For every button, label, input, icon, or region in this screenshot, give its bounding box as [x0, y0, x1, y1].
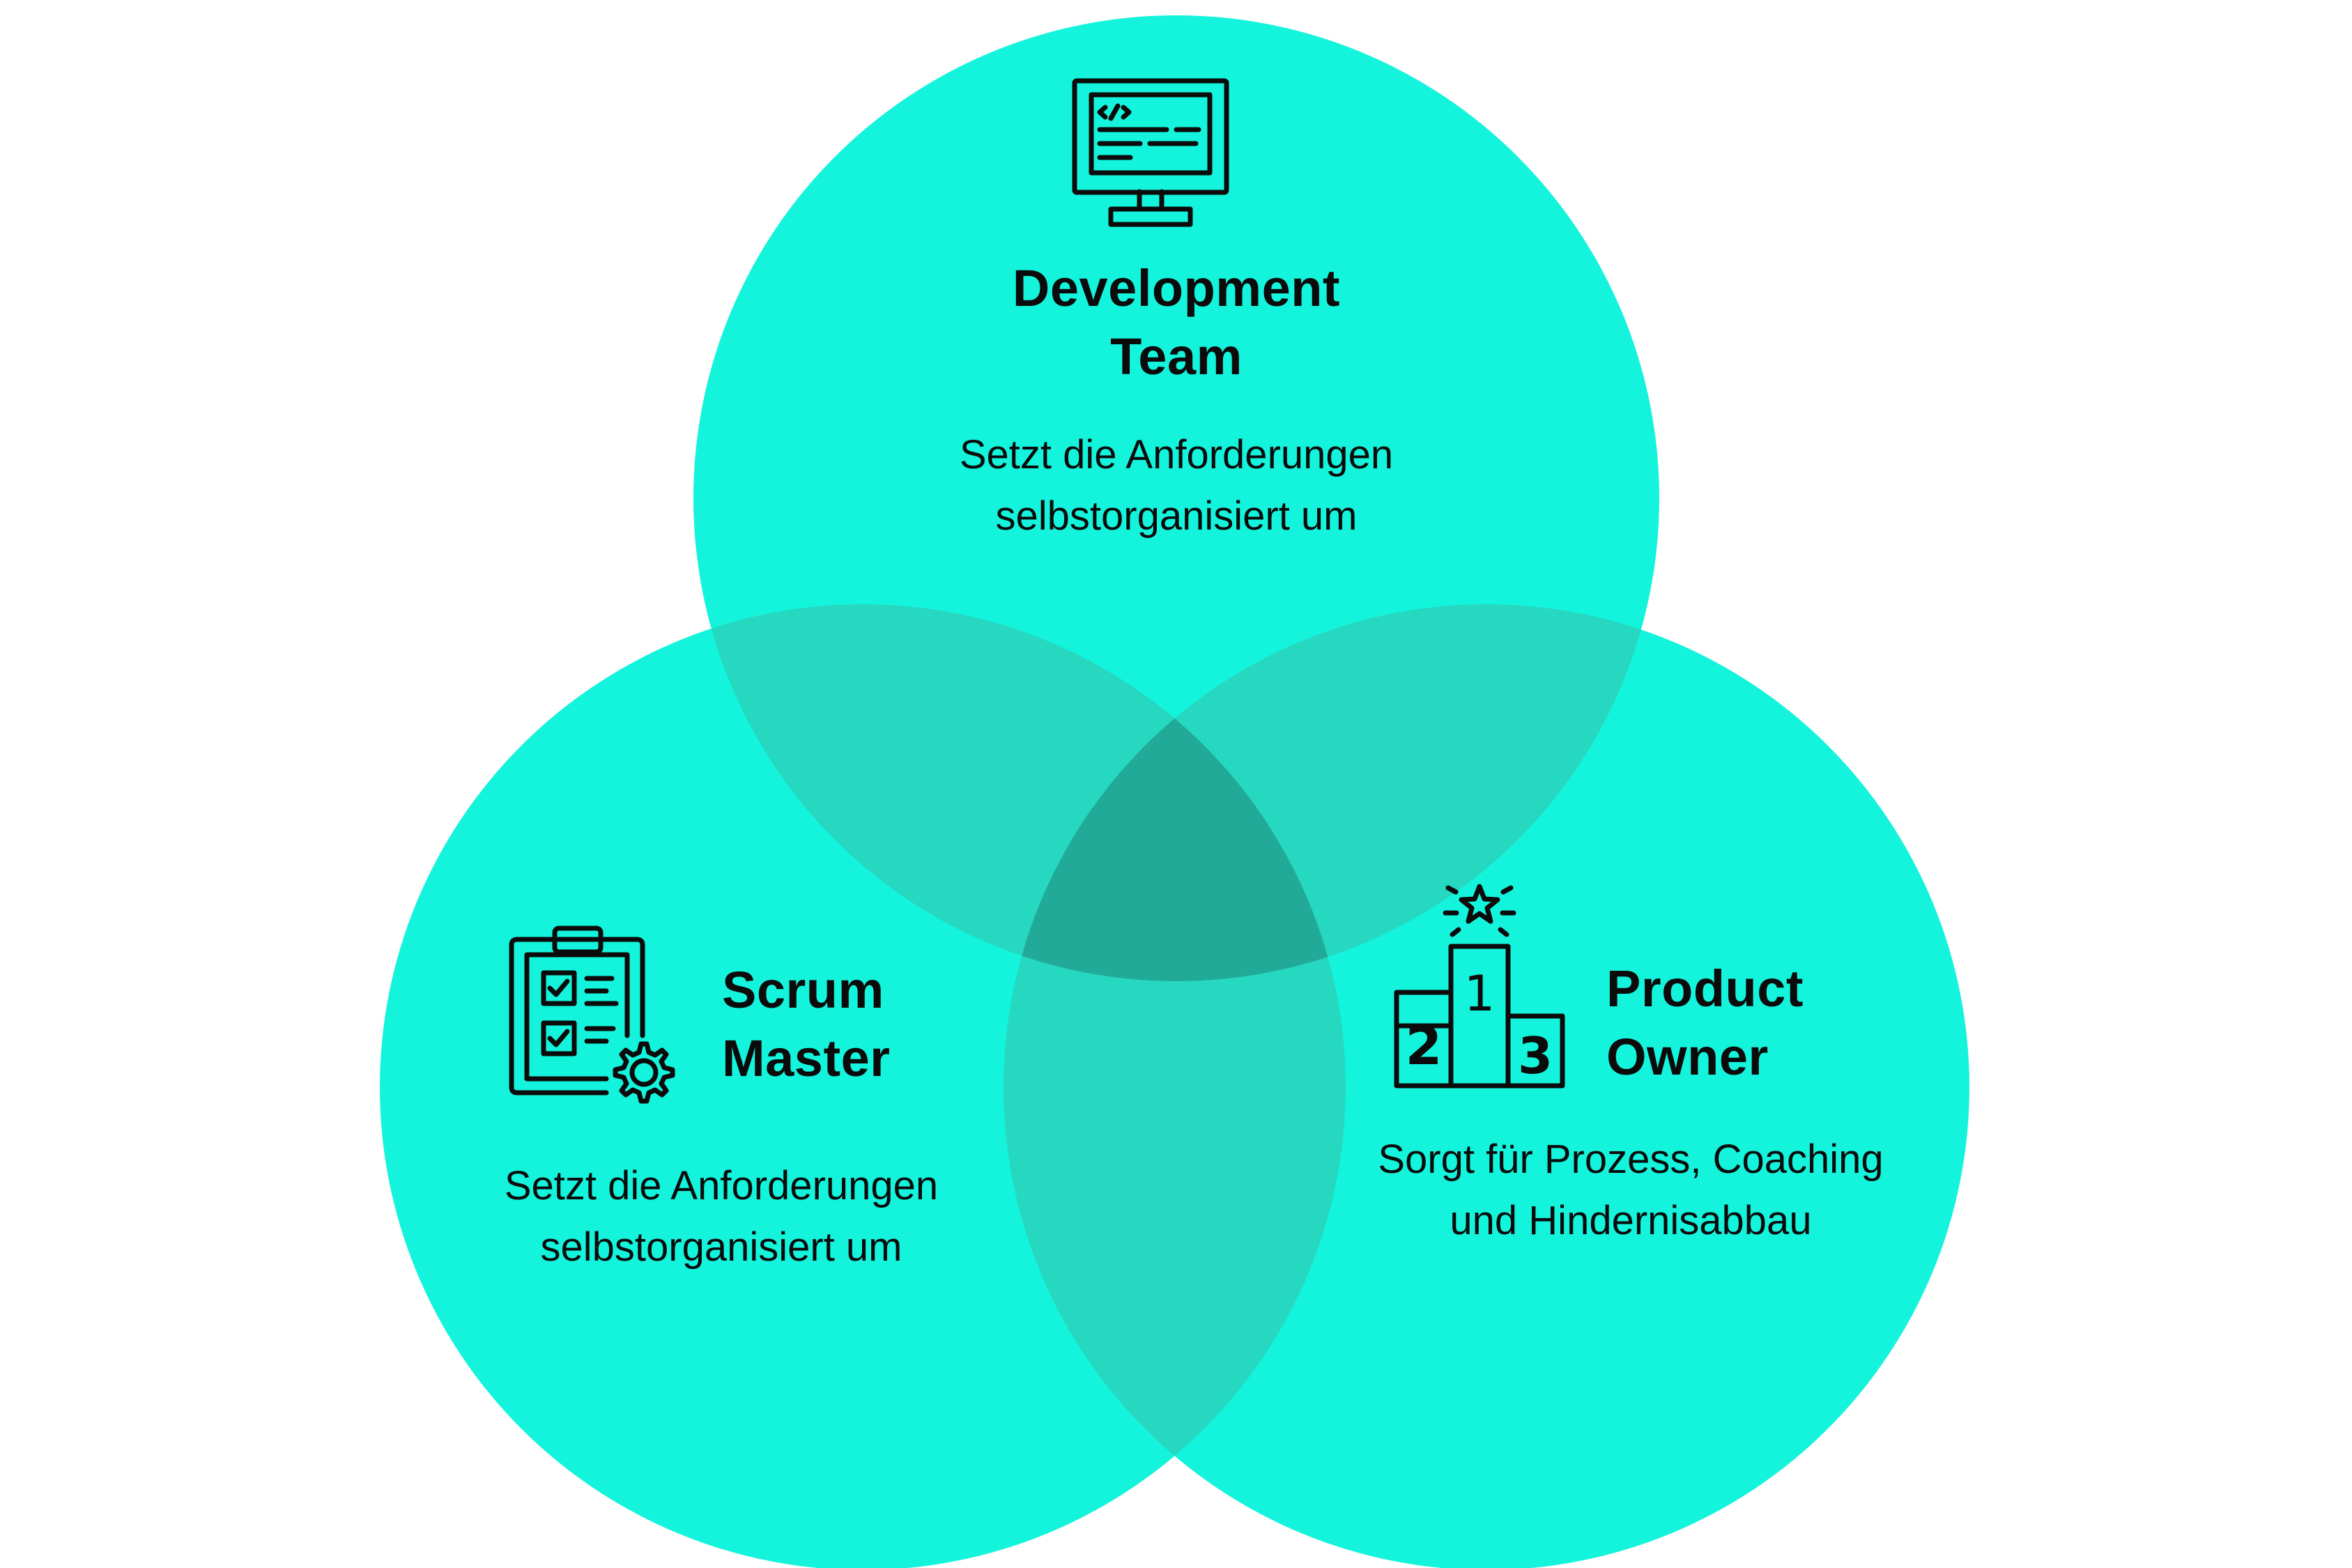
- podium-star-icon: 1 2 3: [1394, 884, 1565, 1089]
- scrum-master-desc-line2: selbstorganisiert um: [540, 1224, 902, 1270]
- development-team-desc-line1: Setzt die Anforderungen: [959, 432, 1394, 477]
- checklist-gear-icon: [509, 925, 675, 1104]
- scrum-master-title: Scrum Master: [722, 956, 891, 1093]
- product-owner-desc-line1: Sorgt für Prozess, Coaching: [1378, 1137, 1884, 1182]
- development-team-description: Setzt die Anforderungen selbstorganisier…: [863, 424, 1490, 547]
- podium-label-3: 3: [1518, 1027, 1553, 1085]
- scrum-master-desc-line1: Setzt die Anforderungen: [504, 1163, 939, 1208]
- podium-label-1: 1: [1464, 965, 1496, 1022]
- scrum-master-title-line1: Scrum: [722, 961, 884, 1019]
- development-team-title: Development Team: [967, 254, 1385, 391]
- star-icon: [1459, 884, 1500, 924]
- overlap-all-three: [1004, 604, 1346, 981]
- development-team-title-line2: Team: [1110, 328, 1243, 385]
- product-owner-title-line1: Product: [1606, 960, 1804, 1017]
- product-owner-description: Sorgt für Prozess, Coaching und Hinderni…: [1335, 1129, 1927, 1252]
- product-owner-desc-line2: und Hindernisabbau: [1450, 1198, 1812, 1243]
- product-owner-title-line2: Owner: [1606, 1028, 1769, 1086]
- code-monitor-icon: [1072, 78, 1229, 227]
- development-team-desc-line2: selbstorganisiert um: [995, 493, 1358, 539]
- product-owner-title: Product Owner: [1606, 955, 1804, 1091]
- podium-label-2: 2: [1406, 1015, 1443, 1077]
- scrum-master-description: Setzt die Anforderungen selbstorganisier…: [432, 1155, 1010, 1278]
- development-team-title-line1: Development: [1012, 259, 1341, 317]
- scrum-master-title-line2: Master: [722, 1029, 891, 1087]
